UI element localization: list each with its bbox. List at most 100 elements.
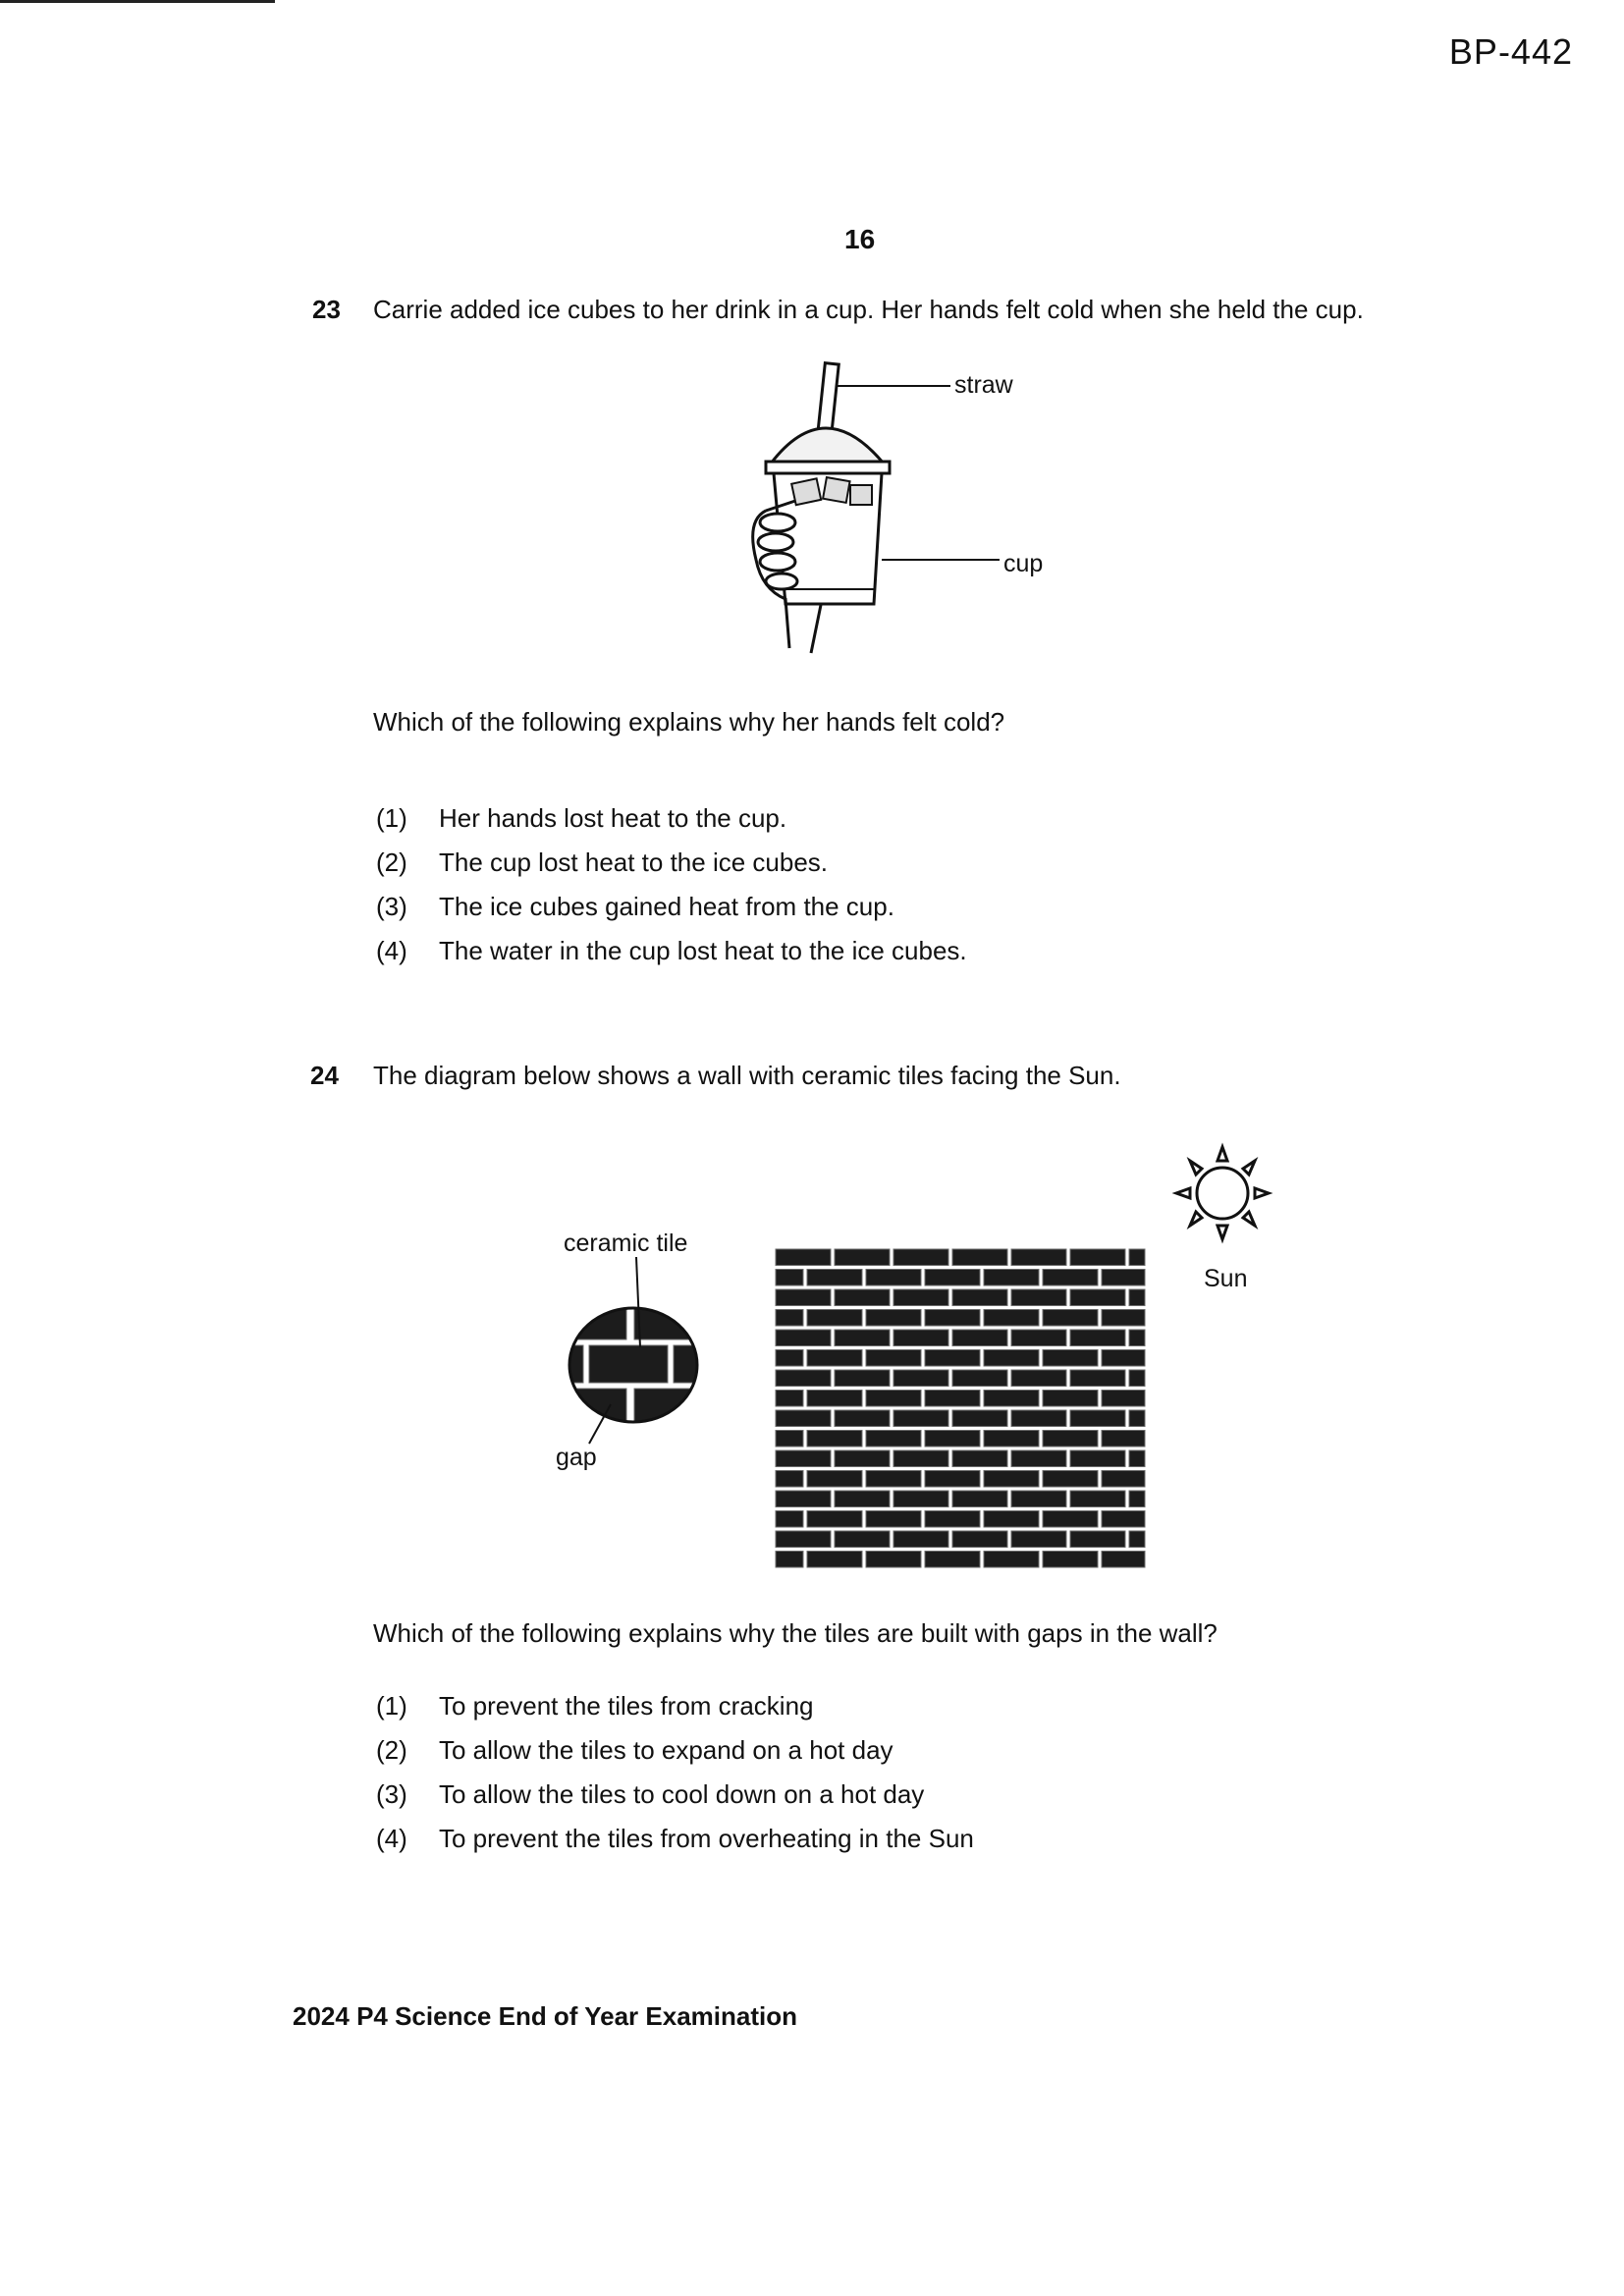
wall-tile	[893, 1449, 949, 1467]
wall-tile	[1069, 1369, 1126, 1387]
wall-tile	[834, 1449, 891, 1467]
wall-tile	[924, 1430, 981, 1448]
wall-tile	[1042, 1269, 1099, 1286]
wall-tile	[1069, 1288, 1126, 1306]
wall-tile	[834, 1490, 891, 1507]
wall-tile	[1128, 1329, 1146, 1346]
wall-tile	[775, 1409, 832, 1427]
wall-tile	[1101, 1309, 1146, 1327]
q23-option-4: (4) The water in the cup lost heat to the…	[376, 936, 967, 966]
wall-tile	[806, 1309, 863, 1327]
dome-lid	[767, 426, 888, 465]
wall-tile	[951, 1248, 1008, 1266]
wall-tile	[924, 1349, 981, 1367]
wall-tile	[951, 1288, 1008, 1306]
wall-tile	[1069, 1449, 1126, 1467]
option-text: The ice cubes gained heat from the cup.	[439, 892, 894, 921]
wall-tile	[1069, 1409, 1126, 1427]
wall-tile	[806, 1430, 863, 1448]
wall-tile	[865, 1551, 922, 1568]
cup-label: cup	[1003, 550, 1044, 577]
q23-option-3: (3) The ice cubes gained heat from the cu…	[376, 892, 894, 922]
wall-tile	[775, 1430, 804, 1448]
wall-tile	[865, 1510, 922, 1528]
q23-stem: Carrie added ice cubes to her drink in a…	[373, 295, 1364, 324]
wall-tile	[983, 1390, 1040, 1407]
option-number: (1)	[376, 1691, 407, 1721]
ice-cube	[821, 475, 851, 505]
wall-tile	[893, 1329, 949, 1346]
wall-tile	[1042, 1510, 1099, 1528]
wall-tile	[1128, 1248, 1146, 1266]
cup-with-straw-illustration	[751, 361, 1000, 654]
wall-tile	[775, 1269, 804, 1286]
wall-tile	[834, 1329, 891, 1346]
wall-tile	[924, 1551, 981, 1568]
wall-tile	[806, 1269, 863, 1286]
wall-tile	[893, 1530, 949, 1548]
q23-option-2: (2)The cup lost heat to the ice cubes.	[376, 847, 828, 878]
wall-tile	[1042, 1551, 1099, 1568]
wall-tile	[775, 1369, 832, 1387]
wall-tile	[1010, 1490, 1067, 1507]
wall-tile	[1010, 1288, 1067, 1306]
wall-tile	[951, 1409, 1008, 1427]
wall-tile	[1069, 1490, 1126, 1507]
wall-tile	[951, 1530, 1008, 1548]
wall-tile	[1042, 1309, 1099, 1327]
wall-tile	[775, 1309, 804, 1327]
q24-number: 24	[310, 1061, 339, 1090]
wall-tile	[1010, 1248, 1067, 1266]
wall-tile	[834, 1369, 891, 1387]
reference-code: BP-442	[1448, 31, 1573, 72]
wall-tile	[924, 1470, 981, 1488]
wall-tile	[834, 1248, 891, 1266]
wall-tile	[865, 1390, 922, 1407]
wall-tile	[1128, 1409, 1146, 1427]
wall-tile	[775, 1551, 804, 1568]
wall-tile	[924, 1309, 981, 1327]
gap-leader-line	[588, 1403, 612, 1445]
sun-label: Sun	[1204, 1265, 1248, 1292]
q23-option-1: (1)Her hands lost heat to the cup.	[376, 803, 786, 834]
option-text: To prevent the tiles from overheating in…	[439, 1824, 974, 1853]
ceramic-tile-label: ceramic tile	[564, 1230, 688, 1257]
wall-tile	[775, 1530, 832, 1548]
page-number: 16	[844, 224, 876, 254]
top-rule	[0, 0, 275, 3]
option-number: (3)	[376, 892, 407, 921]
wall-tile	[865, 1309, 922, 1327]
wall-tile	[893, 1409, 949, 1427]
wall-tile	[1042, 1430, 1099, 1448]
option-number: (4)	[376, 936, 407, 965]
wall-tile	[775, 1390, 804, 1407]
wall-tile	[1069, 1530, 1126, 1548]
wall-tile	[1128, 1288, 1146, 1306]
ice-cube	[849, 484, 873, 506]
option-number: (1)	[376, 803, 407, 833]
wall-tile	[806, 1510, 863, 1528]
wall-tile	[1101, 1269, 1146, 1286]
option-text: To allow the tiles to cool down on a hot…	[439, 1779, 925, 1809]
option-text: The water in the cup lost heat to the ic…	[439, 936, 967, 965]
q24-option-1: (1)To prevent the tiles from cracking	[376, 1691, 814, 1722]
wall-tile	[865, 1269, 922, 1286]
q24-stem: The diagram below shows a wall with cera…	[373, 1061, 1121, 1090]
wall-tile	[893, 1248, 949, 1266]
wall-tile	[1010, 1409, 1067, 1427]
wall-tile	[951, 1369, 1008, 1387]
wall-tile	[1010, 1530, 1067, 1548]
option-number: (4)	[376, 1824, 407, 1853]
wall-tile	[983, 1510, 1040, 1528]
wall-tile	[1101, 1551, 1146, 1568]
wall-tile	[865, 1349, 922, 1367]
wall-tile	[1101, 1390, 1146, 1407]
wall-tile	[1101, 1510, 1146, 1528]
option-number: (2)	[376, 847, 407, 877]
straw-label: straw	[954, 371, 1013, 399]
wall-tile	[775, 1470, 804, 1488]
wall-tile	[834, 1409, 891, 1427]
wall-tile	[924, 1390, 981, 1407]
wall-tile	[983, 1470, 1040, 1488]
wall-tile	[1069, 1248, 1126, 1266]
